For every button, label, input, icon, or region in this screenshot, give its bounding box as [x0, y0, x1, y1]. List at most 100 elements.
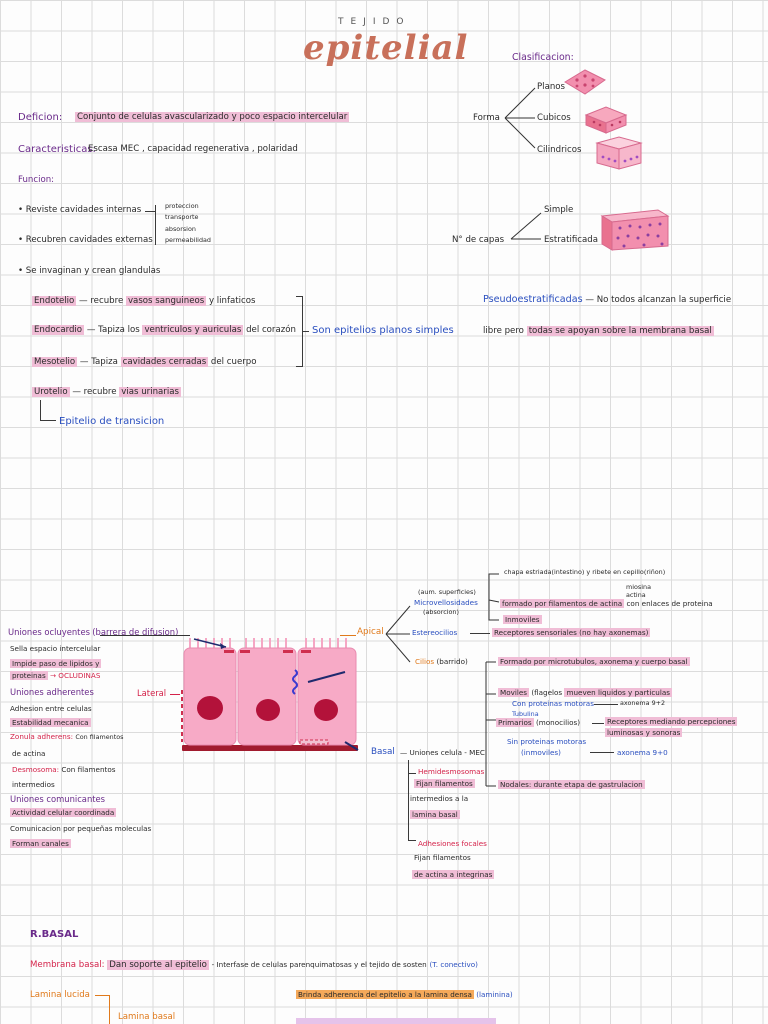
lamina-basal-row: lamina basal [410, 810, 460, 819]
impide-line2: proteinas → OCLUDINAS [10, 671, 100, 680]
ocludinas: → OCLUDINAS [50, 671, 101, 680]
forma-cubicos: Cubicos [537, 113, 571, 123]
canales-row: Forman canales [10, 839, 71, 848]
fijan-filamentos-hl: Fijan filamentos [414, 779, 475, 788]
nodales-hl: Nodales: durante etapa de gastrulacion [498, 780, 645, 789]
brace-item-4: permeabilidad [165, 236, 211, 244]
inmoviles-row: Inmoviles [503, 615, 542, 624]
lamina-basal-label: Lamina basal [118, 1012, 176, 1022]
endocardio-row: Endocardio — Tapiza los ventriculos y au… [32, 325, 296, 336]
estabilidad-hl: Estabilidad mecanica [10, 718, 91, 727]
intermedios-text: intermedios [12, 780, 55, 789]
membrana-label: Membrana basal: [30, 960, 105, 970]
pseudo-text1: — No todos alcanzan la superficie [585, 295, 732, 305]
comunicacion-text: Comunicacion por pequeñas moleculas [10, 824, 152, 833]
miosina: miosina [626, 583, 651, 591]
pseudo-line2: libre pero todas se apoyan sobre la memb… [483, 326, 714, 337]
primarios-row: Primarios (monocilios) [496, 718, 580, 727]
funcion-connector [145, 211, 155, 212]
inmoviles-hl: Inmoviles [503, 615, 542, 624]
apical-label: Apical [357, 627, 384, 637]
formado-micro-row: Formado por microtubulos, axonema y cuer… [498, 657, 690, 666]
capas-simple: Simple [544, 205, 574, 215]
basal-uniones: — Uniones celula - MEC [400, 748, 485, 757]
monocilios: (monocilios) [535, 718, 581, 727]
mesotelio-hl: cavidades cerradas [120, 357, 209, 367]
pseudo-text2a: libre pero [483, 326, 524, 336]
epithelial-cells-diagram [181, 638, 359, 751]
brace-item-3: absorsion [165, 225, 196, 233]
receptores-hl: Receptores sensoriales (no hay axonemas) [492, 628, 651, 637]
desmosoma-label: Desmosoma: [12, 765, 60, 774]
desmosoma-row: Desmosoma: Con filamentos [12, 765, 116, 774]
pseudo-line1: Pseudoestratificadas — No todos alcanzan… [483, 294, 731, 306]
cilindricos-cells-icon [595, 136, 643, 170]
desmosoma-rest: Con filamentos [61, 765, 116, 774]
endotelio-dash: — recubre [79, 296, 124, 306]
basal-intermedios: intermedios a la [410, 794, 469, 803]
tconectivo: (T. conectivo) [429, 960, 478, 969]
endocardio-name: Endocardio [32, 325, 85, 335]
cilios-barrido: (barrido) [436, 657, 468, 666]
endocardio-rest: del corazón [246, 325, 296, 335]
funcion-item-3: • Se invaginan y crean glandulas [18, 266, 161, 276]
capas-estratificada: Estratificada [544, 235, 598, 245]
lamina-lucida: Lamina lucida [30, 990, 90, 1000]
flagelos: (flagelos [531, 688, 563, 697]
estratificada-cells-icon [600, 209, 670, 251]
sella-text: Sella espacio intercelular [10, 644, 101, 653]
formado-micro-hl: Formado por microtubulos, axonema y cuer… [498, 657, 690, 666]
adhesiones-focales: Adhesiones focales [418, 839, 487, 848]
fijan2-row: Fijan filamentos [414, 853, 471, 862]
endocardio-hl: ventriculos y auriculas [142, 325, 244, 335]
impide-hl2: proteinas [10, 671, 48, 680]
endocardio-dash: — Tapiza los [86, 325, 140, 335]
svg-text:epitelial: epitelial [303, 28, 468, 68]
basal-branch-1 [408, 773, 416, 774]
chapa-estriada: chapa estriada(intestino) y ribete en ce… [504, 568, 666, 576]
basal-branch-vertical [408, 760, 409, 840]
uniones-comunicantes: Uniones comunicantes [10, 794, 106, 804]
tubulina: Tubulina [512, 710, 539, 718]
laminina: (laminina) [476, 990, 513, 999]
fijan-filamentos-row: Fijan filamentos [414, 779, 475, 788]
epitelios-brace-tick [303, 331, 309, 332]
impide-hl1: Impide paso de lipidos y [10, 659, 102, 668]
capas-label: N° de capas [452, 235, 505, 245]
interfase-text: - Interfase de celulas parenquimatosas y… [211, 960, 427, 969]
urotelio-arrow-right [40, 420, 56, 421]
brinda-hl: Brinda adherencia del epitelio a la lami… [296, 990, 474, 999]
mesotelio-name: Mesotelio [32, 357, 78, 367]
axonema92-connector [594, 704, 618, 705]
definicion-text-hl: Conjunto de celulas avascularizado y poc… [75, 112, 350, 122]
capas-branches [510, 212, 542, 240]
urotelio-arrow-down [40, 400, 41, 420]
canales-hl: Forman canales [10, 839, 71, 848]
funcion-item-2: • Recubren cavidades externas [18, 235, 153, 245]
basal-label: Basal [371, 747, 395, 757]
definicion-label: Deficion: [18, 112, 63, 123]
primarios-hl: Primarios [496, 718, 534, 727]
forma-cilindricos: Cilindricos [537, 145, 582, 155]
lucida-connector [95, 995, 109, 996]
estabilidad-row: Estabilidad mecanica [10, 718, 91, 727]
impide-line1: Impide paso de lipidos y [10, 659, 102, 668]
formado-actina-row: formado por filamentos de actina con enl… [500, 599, 713, 608]
urotelio-dash: — recubre [72, 387, 117, 397]
con-proteinas: Con proteinas motoras [512, 699, 594, 708]
planos-cells-icon [564, 69, 606, 95]
funcion-brace [155, 205, 156, 245]
basal-branch-2 [408, 840, 416, 841]
epitelios-brace-bottom [296, 366, 303, 367]
moviles-hl: Moviles [498, 688, 530, 697]
epitelios-summary: Son epitelios planos simples [312, 325, 454, 336]
mesotelio-dash: — Tapiza [79, 357, 118, 367]
moviles-row: Moviles (flagelos mueven liquidos y part… [498, 688, 672, 697]
ocluyentes-label: Uniones ocluyentes [8, 627, 90, 637]
primarios-connector [592, 723, 604, 724]
diagram-callout-arrows [193, 638, 227, 649]
pseudo-text2b: todas se apoyan sobre la membrana basal [526, 326, 714, 336]
enlaces-proteina: con enlaces de proteina [626, 599, 713, 608]
brinda-row: Brinda adherencia del epitelio a la lami… [296, 990, 513, 999]
forma-planos: Planos [537, 82, 566, 92]
